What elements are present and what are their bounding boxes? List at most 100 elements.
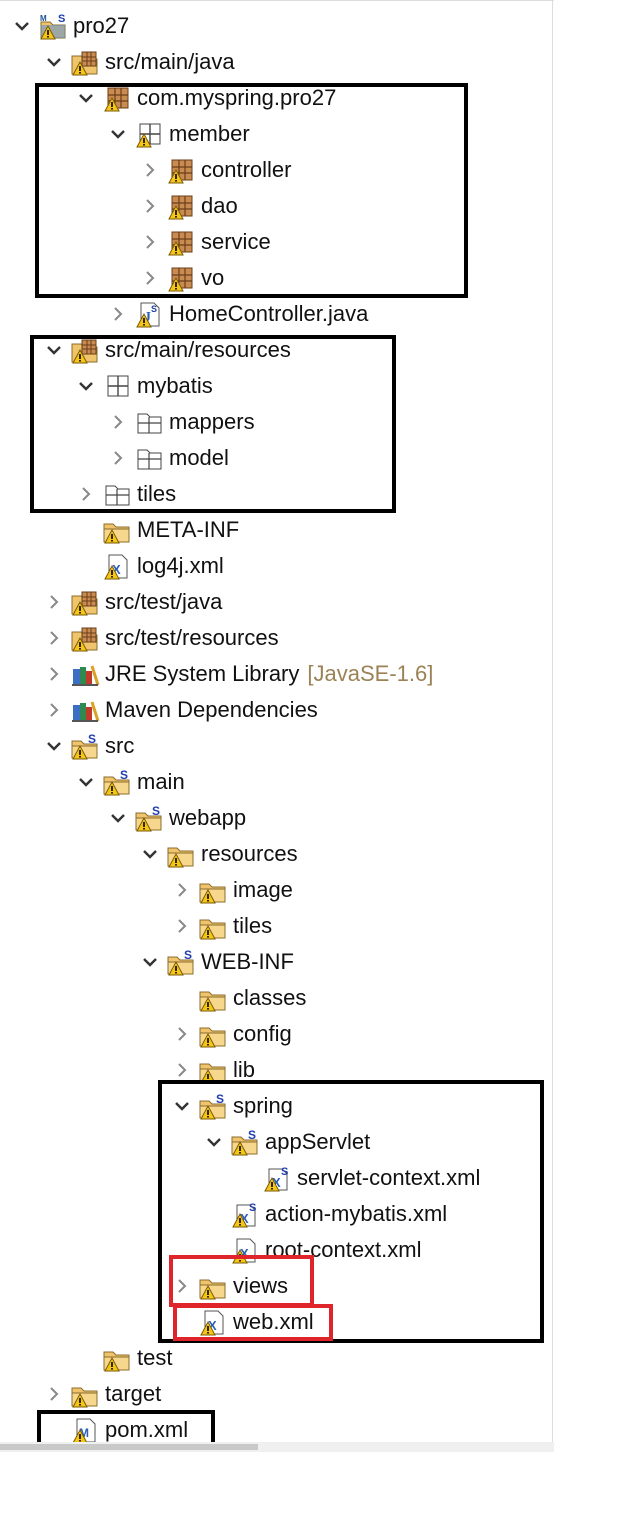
chevron-down-icon[interactable] xyxy=(76,88,96,108)
chevron-down-icon[interactable] xyxy=(140,844,160,864)
tree-item-label: HomeController.java xyxy=(169,301,369,326)
chevron-down-icon[interactable] xyxy=(44,736,64,756)
tree-item[interactable]: com.myspring.pro27 xyxy=(76,80,336,116)
tree-item[interactable]: mybatis xyxy=(76,368,213,404)
chevron-right-icon[interactable] xyxy=(172,1276,192,1296)
chevron-down-icon[interactable] xyxy=(204,1132,224,1152)
tree-item-label: src/test/java xyxy=(105,589,223,614)
tree-item[interactable]: tiles xyxy=(76,476,176,512)
chevron-down-icon[interactable] xyxy=(76,772,96,792)
package-icon xyxy=(102,84,132,112)
tree-item-label: webapp xyxy=(169,805,247,830)
chevron-down-icon[interactable] xyxy=(44,52,64,72)
tree-item[interactable]: classes xyxy=(172,980,306,1016)
tree-item[interactable]: model xyxy=(108,440,229,476)
chevron-down-icon[interactable] xyxy=(108,808,128,828)
svg-text:J: J xyxy=(144,310,151,325)
tree-item-label: model xyxy=(169,445,229,470)
chevron-down-icon[interactable] xyxy=(108,124,128,144)
chevron-right-icon[interactable] xyxy=(44,592,64,612)
tree-item[interactable]: tiles xyxy=(172,908,272,944)
tree-item[interactable]: META-INF xyxy=(76,512,239,548)
chevron-down-icon[interactable] xyxy=(44,340,64,360)
chevron-right-icon[interactable] xyxy=(108,412,128,432)
tree-item[interactable]: dao xyxy=(140,188,238,224)
tree-item-label: spring xyxy=(233,1093,293,1118)
tree-item[interactable]: config xyxy=(172,1016,292,1052)
horizontal-scrollbar-thumb[interactable] xyxy=(0,1444,258,1450)
tree-item-label: pom.xml xyxy=(105,1417,189,1442)
tree-item[interactable]: member xyxy=(108,116,250,152)
chevron-right-icon[interactable] xyxy=(44,700,64,720)
library-icon xyxy=(70,696,100,724)
chevron-right-icon[interactable] xyxy=(140,160,160,180)
tree-item[interactable]: Maven Dependencies xyxy=(44,692,318,728)
tree-item[interactable]: src/test/java xyxy=(44,584,222,620)
tree-item[interactable]: test xyxy=(76,1340,172,1376)
tree-item[interactable]: lib xyxy=(172,1052,255,1088)
chevron-right-icon[interactable] xyxy=(172,916,192,936)
tree-item[interactable]: controller xyxy=(140,152,291,188)
tree-item[interactable]: service xyxy=(140,224,271,260)
tree-item-decoration: [JavaSE-1.6] xyxy=(307,661,434,686)
tree-item[interactable]: resources xyxy=(140,836,298,872)
horizontal-scrollbar[interactable] xyxy=(0,1442,554,1452)
chevron-right-icon[interactable] xyxy=(140,268,160,288)
chevron-placeholder xyxy=(204,1240,224,1260)
tree-item[interactable]: mappers xyxy=(108,404,255,440)
tree-item[interactable]: src/main/resources xyxy=(44,332,291,368)
chevron-down-icon[interactable] xyxy=(172,1096,192,1116)
tree-item-label: mappers xyxy=(169,409,255,434)
tree-item[interactable]: target xyxy=(44,1376,161,1412)
tree-item[interactable]: image xyxy=(172,872,293,908)
chevron-right-icon[interactable] xyxy=(76,484,96,504)
spring-folder-icon: S xyxy=(70,732,100,760)
source-folder-icon xyxy=(70,336,100,364)
chevron-right-icon[interactable] xyxy=(172,1060,192,1080)
svg-text:X: X xyxy=(112,562,121,577)
chevron-down-icon[interactable] xyxy=(76,376,96,396)
chevron-right-icon[interactable] xyxy=(108,448,128,468)
tree-item[interactable]: src/test/resources xyxy=(44,620,279,656)
chevron-down-icon[interactable] xyxy=(140,952,160,972)
chevron-right-icon[interactable] xyxy=(172,880,192,900)
tree-item-label: target xyxy=(105,1381,162,1406)
tree-item[interactable]: views xyxy=(172,1268,288,1304)
xml-file-icon: X xyxy=(230,1236,260,1264)
tree-item-label: JRE System Library xyxy=(105,661,300,686)
chevron-right-icon[interactable] xyxy=(44,664,64,684)
chevron-right-icon[interactable] xyxy=(172,1024,192,1044)
tree-item[interactable]: JRE System Library [JavaSE-1.6] xyxy=(44,656,433,692)
svg-text:S: S xyxy=(184,948,192,962)
svg-text:X: X xyxy=(208,1318,217,1333)
chevron-right-icon[interactable] xyxy=(140,232,160,252)
tree-item[interactable]: vo xyxy=(140,260,224,296)
chevron-right-icon[interactable] xyxy=(108,304,128,324)
chevron-right-icon[interactable] xyxy=(140,196,160,216)
empty-package-icon xyxy=(102,372,132,400)
folder-icon xyxy=(198,1056,228,1084)
tree-item-label: root-context.xml xyxy=(265,1237,422,1262)
chevron-right-icon[interactable] xyxy=(44,1384,64,1404)
tree-item-label: config xyxy=(233,1021,292,1046)
chevron-down-icon[interactable] xyxy=(12,16,32,36)
tree-item[interactable]: src/main/java xyxy=(44,44,235,80)
chevron-right-icon[interactable] xyxy=(44,628,64,648)
